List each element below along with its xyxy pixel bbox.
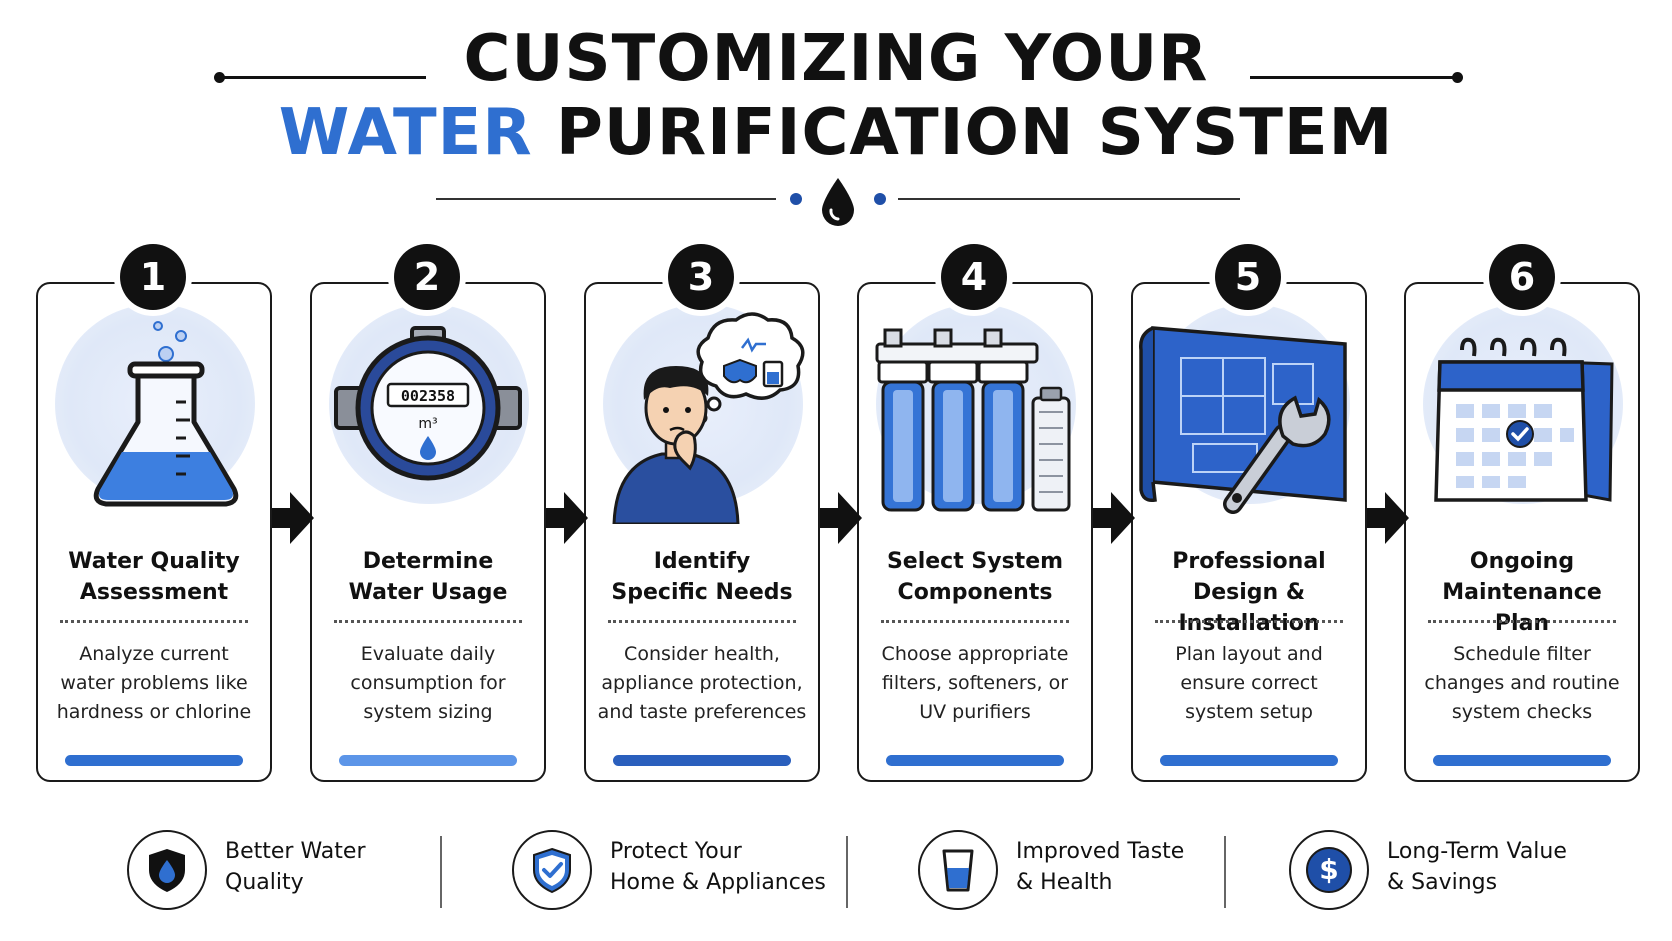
blueprint-wrench-icon [1139,326,1347,514]
dollar-icon: $ [1306,847,1352,893]
title-rule-dot-right [1452,72,1463,83]
step-5-separator [1155,620,1343,623]
step-6-accent-bar [1433,755,1611,766]
step-3-accent-bar [613,755,791,766]
benefit-icon-frame [512,830,592,910]
page-title-accent: WATER [278,96,533,170]
subtitle-rule-left [436,198,776,200]
step-4-badge: 4 [941,244,1007,310]
step-1-separator [60,620,248,623]
step-2-badge: 2 [394,244,460,310]
step-2-accent-bar [339,755,517,766]
shield-drop-icon [149,849,185,892]
arrow-right-icon [272,492,314,544]
benefit-divider [846,836,848,908]
benefit-icon-frame [127,830,207,910]
step-3-description: Consider health,appliance protection,and… [597,643,807,723]
benefit-divider [440,836,442,908]
water-meter-icon: 002358 m³ [334,326,522,481]
shield-check-icon [533,847,571,894]
calendar-icon [1434,337,1614,502]
arrow-right-icon [820,492,862,544]
title-rule-left [218,76,426,79]
subtitle-dot-right [874,193,886,205]
step-4-accent-bar [886,755,1064,766]
thinking-person-icon [612,312,805,524]
flask-icon [93,321,239,507]
step-2-separator [334,620,522,623]
benefit-label: Improved Taste& Health [1016,839,1185,895]
step-6-badge: 6 [1489,244,1555,310]
title-rule-right [1250,76,1458,79]
benefit-icon-frame: $ [1289,830,1369,910]
benefit-long-term-value: $ Long-Term Value& Savings [1289,830,1629,914]
arrow-right-icon [1367,492,1409,544]
step-5-badge: 5 [1215,244,1281,310]
water-glass-icon [942,849,974,892]
meter-reading: 002358 [401,387,455,405]
benefit-improved-taste: Improved Taste& Health [918,830,1248,914]
page-title-line1: CUSTOMIZING YOUR [463,22,1209,96]
subtitle-dot-left [790,193,802,205]
benefit-divider [1224,836,1226,908]
filter-housings-icon [875,328,1071,512]
arrow-right-icon [1093,492,1135,544]
step-3-badge: 3 [668,244,734,310]
water-drop-icon [822,178,854,226]
meter-unit: m³ [418,416,437,432]
benefit-label: Long-Term Value& Savings [1387,839,1567,895]
step-6-separator [1428,620,1616,623]
page-title-rest: PURIFICATION SYSTEM [532,96,1394,170]
svg-text:$: $ [1319,853,1338,886]
subtitle-rule-right [898,198,1240,200]
step-1-badge: 1 [120,244,186,310]
benefit-icon-frame [918,830,998,910]
arrow-right-icon [546,492,588,544]
step-1-accent-bar [65,755,243,766]
step-5-accent-bar [1160,755,1338,766]
page-title-line2: WATER PURIFICATION SYSTEM [0,96,1672,170]
step-4-separator [881,620,1069,623]
step-3-separator [608,620,796,623]
